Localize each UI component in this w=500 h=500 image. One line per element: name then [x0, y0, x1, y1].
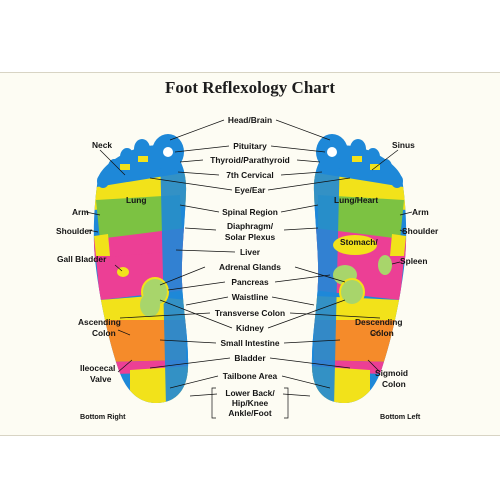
label-ankle-foot: Ankle/Foot	[228, 408, 271, 418]
left-toe-4	[108, 159, 120, 175]
side-leader-lines	[85, 149, 413, 373]
label-kidney: Kidney	[236, 323, 264, 333]
left-toe-neck-band	[120, 164, 130, 170]
right-toe-2	[350, 139, 366, 159]
right-spleen-mark	[378, 255, 392, 275]
label-solar-plexus: Solar Plexus	[225, 232, 276, 242]
label-ileocecal-valve: Valve	[90, 374, 112, 384]
label-ascending: Ascending	[78, 317, 121, 327]
lower-back-bracket-right	[284, 387, 289, 419]
label-small-intestine: Small Intestine	[220, 338, 279, 348]
label-spleen: Spleen	[400, 256, 427, 266]
label-descending: Descending	[355, 317, 402, 327]
label-tailbone-area: Tailbone Area	[223, 371, 278, 381]
label-shoulder-right: Shoulder	[402, 226, 439, 236]
label-bladder: Bladder	[234, 353, 266, 363]
label-shoulder-left: Shoulder	[56, 226, 93, 236]
right-toe-3	[366, 148, 380, 166]
label-transverse-colon: Transverse Colon	[215, 308, 285, 318]
left-pituitary-dot	[163, 147, 173, 157]
label-lung-heart: Lung/Heart	[334, 195, 378, 205]
label-stomach: Stomach/	[340, 237, 378, 247]
label-waistline: Waistline	[232, 292, 269, 302]
label-pancreas: Pancreas	[231, 277, 269, 287]
right-stomach-mark	[333, 235, 377, 255]
label-lower-back: Lower Back/	[225, 388, 275, 398]
left-toe-5	[97, 174, 109, 188]
label-descending-colon: Colon	[370, 328, 394, 338]
right-foot-labels: Sinus Lung/Heart Arm Shoulder Stomach/ S…	[334, 140, 439, 421]
label-head-brain: Head/Brain	[228, 115, 272, 125]
right-shoulder-zone	[390, 234, 406, 256]
label-eye-ear: Eye/Ear	[235, 185, 266, 195]
label-gall-bladder: Gall Bladder	[57, 254, 107, 264]
label-pituitary: Pituitary	[233, 141, 267, 151]
label-ileocecal: Ileocecal	[80, 363, 115, 373]
left-shoulder-zone	[94, 234, 110, 256]
caption-bottom-right: Bottom Right	[80, 412, 126, 421]
label-arm-left: Arm	[72, 207, 89, 217]
chart-title: Foot Reflexology Chart	[165, 78, 335, 97]
label-sigmoid: Sigmoid	[375, 368, 408, 378]
left-toe-2	[134, 139, 150, 159]
label-sinus: Sinus	[392, 140, 415, 150]
right-toe-neck-band-2	[352, 156, 362, 162]
label-thyroid: Thyroid/Parathyroid	[210, 155, 290, 165]
label-neck: Neck	[92, 140, 112, 150]
left-lung-zone	[96, 195, 182, 240]
label-ascending-colon: Colon	[92, 328, 116, 338]
label-spinal-region: Spinal Region	[222, 207, 278, 217]
lower-back-bracket-left	[211, 387, 216, 419]
label-sigmoid-colon: Colon	[382, 379, 406, 389]
left-foot-labels: Neck Arm Shoulder Lung Gall Bladder Asce…	[56, 140, 146, 421]
caption-bottom-left: Bottom Left	[380, 412, 421, 421]
label-liver: Liver	[240, 247, 261, 257]
left-adrenal-mark	[140, 293, 160, 317]
label-lung: Lung	[126, 195, 146, 205]
label-arm-right: Arm	[412, 207, 429, 217]
right-pituitary-dot	[327, 147, 337, 157]
center-labels: Head/Brain Pituitary Thyroid/Parathyroid…	[210, 115, 290, 418]
right-lung-zone	[318, 195, 404, 240]
left-toe-neck-band-2	[138, 156, 148, 162]
left-toe-3	[120, 148, 134, 166]
right-kidney-mark	[339, 278, 365, 306]
label-hip-knee: Hip/Knee	[232, 398, 269, 408]
right-toe-neck-band	[370, 164, 380, 170]
label-adrenal-glands: Adrenal Glands	[219, 262, 281, 272]
label-diaphragm: Diaphragm/	[227, 221, 274, 231]
center-leader-lines	[119, 119, 381, 419]
label-7th-cervical: 7th Cervical	[226, 170, 273, 180]
right-toe-4	[380, 159, 392, 175]
right-toe-5	[391, 174, 403, 188]
chart-frame	[0, 72, 500, 436]
